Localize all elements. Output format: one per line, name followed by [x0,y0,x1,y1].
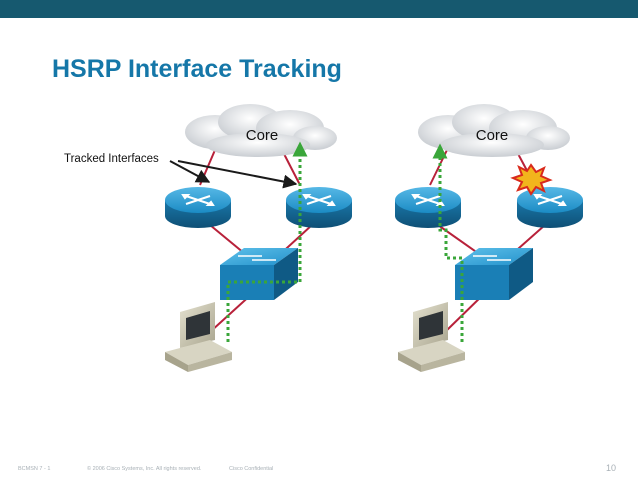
right-topology: Core [395,104,583,372]
router-left-a [165,187,231,228]
tracked-interfaces-label: Tracked Interfaces [64,153,159,165]
link-core-right-router-a [429,149,448,186]
core-cloud-right: Core [418,104,570,157]
footer-course: BCMSN 7 - 1 [18,466,51,472]
footer: BCMSN 7 - 1 © 2006 Cisco Systems, Inc. A… [0,463,638,475]
router-right-b [517,187,583,228]
pc-left [165,302,232,372]
left-topology: Core [64,104,352,372]
core-label-right: Core [476,127,509,144]
pc-right [398,302,465,372]
core-cloud-left: Core [185,104,337,157]
link-failure-burst-icon [510,163,553,196]
callout-arrow-router-a [169,160,211,183]
core-label-left: Core [246,127,279,144]
switch-right [455,248,533,300]
active-path-right [432,143,464,342]
active-path-left [226,141,308,342]
page-number: 10 [606,463,617,473]
footer-confidential: Cisco Confidential [229,466,274,472]
callout-arrow-router-b [177,160,298,189]
router-right-a [395,187,461,228]
switch-left [220,248,298,300]
slide-title: HSRP Interface Tracking [52,55,342,83]
footer-copyright: © 2006 Cisco Systems, Inc. All rights re… [87,466,202,472]
header-bar [0,0,638,18]
router-left-b [286,187,352,228]
